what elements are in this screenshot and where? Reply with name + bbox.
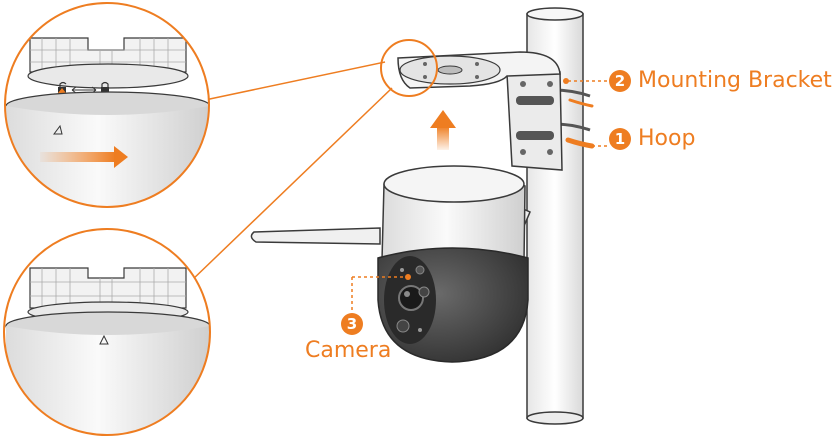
callout-label-camera: Camera <box>305 338 391 364</box>
arrow-up-icon <box>430 110 456 150</box>
callout-badge-mounting-bracket: 2 <box>609 70 631 92</box>
zoom-detail-unlock <box>5 3 210 210</box>
callout-label-mounting-bracket: Mounting Bracket <box>638 68 832 94</box>
callout-label-hoop: Hoop <box>638 126 695 152</box>
mounting-bracket <box>398 52 562 170</box>
callout-badge-camera: 3 <box>341 313 363 335</box>
callout-badge-hoop: 1 <box>609 128 631 150</box>
camera <box>251 166 530 362</box>
zoom-detail-lock <box>4 229 210 440</box>
zoom-leader-top <box>205 62 385 100</box>
zoom-leader-bottom <box>190 88 392 282</box>
